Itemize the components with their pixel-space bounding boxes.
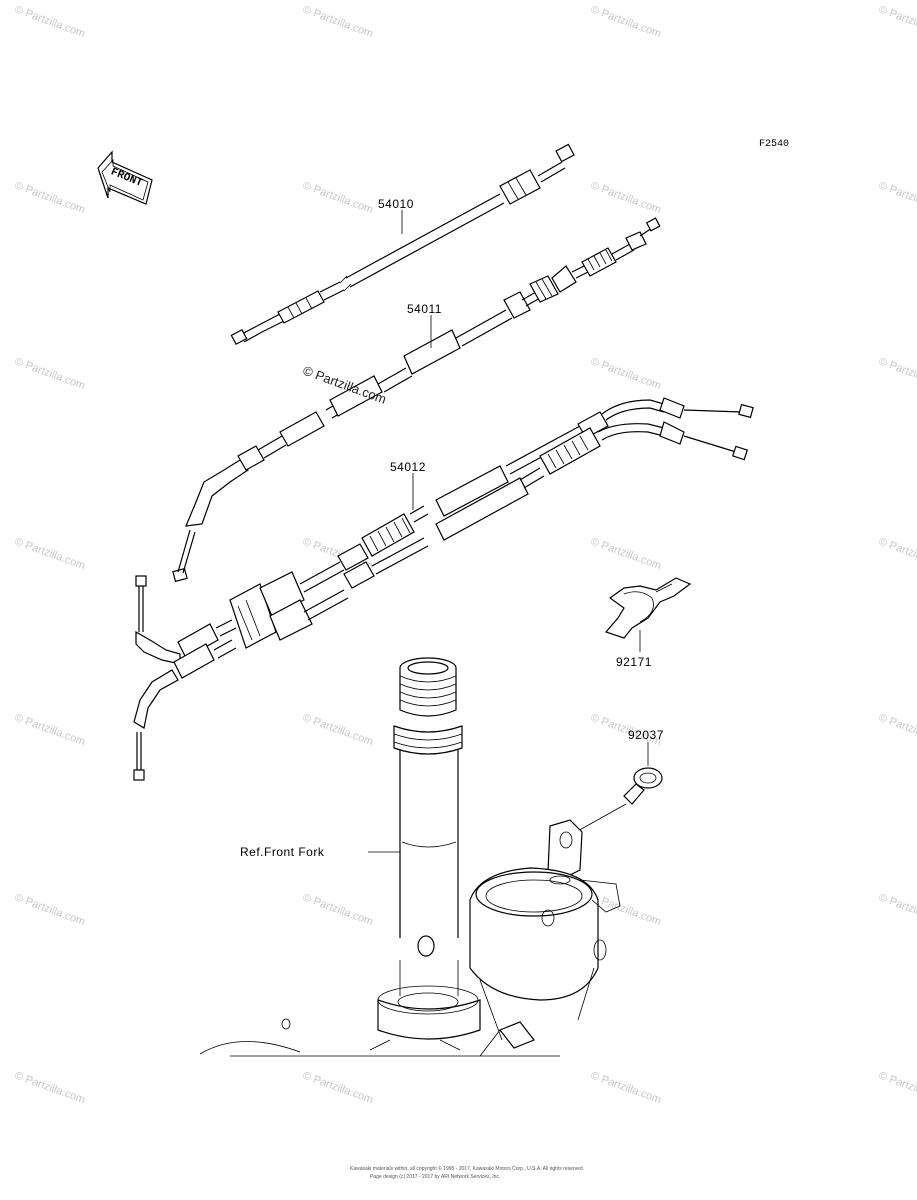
watermark-tile: © Partzilla.com (589, 892, 663, 929)
ref-front-fork-label: Ref.Front Fork (240, 845, 325, 859)
watermark-tile: © Partzilla.com (877, 1070, 917, 1107)
watermark-tile: © Partzilla.com (301, 712, 375, 749)
watermark-tile: © Partzilla.com (589, 536, 663, 573)
watermark-grid: © Partzilla.com © Partzilla.com © Partzill… (13, 4, 917, 1107)
watermark-tile: © Partzilla.com (589, 356, 663, 393)
clamp-92171 (604, 577, 692, 639)
part-label-54010: 54010 (378, 197, 414, 211)
footer-copyright: Kawasaki materials within, all copyright… (350, 1165, 584, 1172)
watermark-tile: © Partzilla.com (301, 892, 375, 929)
part-label-54011: 54011 (407, 302, 442, 316)
band-92037 (623, 767, 663, 805)
part-label-92171: 92171 (616, 655, 652, 669)
watermark-tile: © Partzilla.com (877, 180, 917, 217)
watermark-tile: © Partzilla.com (301, 180, 375, 217)
watermark-tile: © Partzilla.com (13, 4, 87, 41)
watermark-tile: © Partzilla.com (13, 712, 87, 749)
watermark-tile: © Partzilla.com (589, 1070, 663, 1107)
part-label-92037: 92037 (628, 728, 664, 742)
watermark-tile: © Partzilla.com (877, 712, 917, 749)
front-fork (377, 657, 481, 1040)
footer-design: Page design (c) 2017 - 2017 by ARI Netwo… (370, 1174, 500, 1180)
watermark-tile: © Partzilla.com (877, 356, 917, 393)
watermark-tile: © Partzilla.com (301, 4, 375, 41)
front-arrow-icon: FRONT (97, 150, 153, 205)
watermark-tile: © Partzilla.com (301, 1070, 375, 1107)
watermark-tile: © Partzilla.com (877, 536, 917, 573)
watermark-tile: © Partzilla.com (13, 1070, 87, 1107)
steering-bracket (199, 819, 621, 1057)
cable-54011 (172, 217, 661, 583)
watermark-tile: © Partzilla.com (589, 180, 663, 217)
watermark-tile: © Partzilla.com (13, 536, 87, 573)
watermark-tile: © Partzilla.com (589, 4, 663, 41)
watermark-tile: © Partzilla.com (13, 356, 87, 393)
cable-54010 (230, 143, 575, 346)
part-label-54012: 54012 (390, 460, 426, 474)
watermark-tile: © Partzilla.com (877, 892, 917, 929)
leader-92037b (575, 803, 627, 833)
watermark-tile: © Partzilla.com (13, 180, 87, 217)
diagram-code: F2540 (759, 139, 789, 150)
watermark-tile: © Partzilla.com (13, 892, 87, 929)
cable-54012 (133, 397, 754, 781)
watermark-tile: © Partzilla.com (877, 4, 917, 41)
